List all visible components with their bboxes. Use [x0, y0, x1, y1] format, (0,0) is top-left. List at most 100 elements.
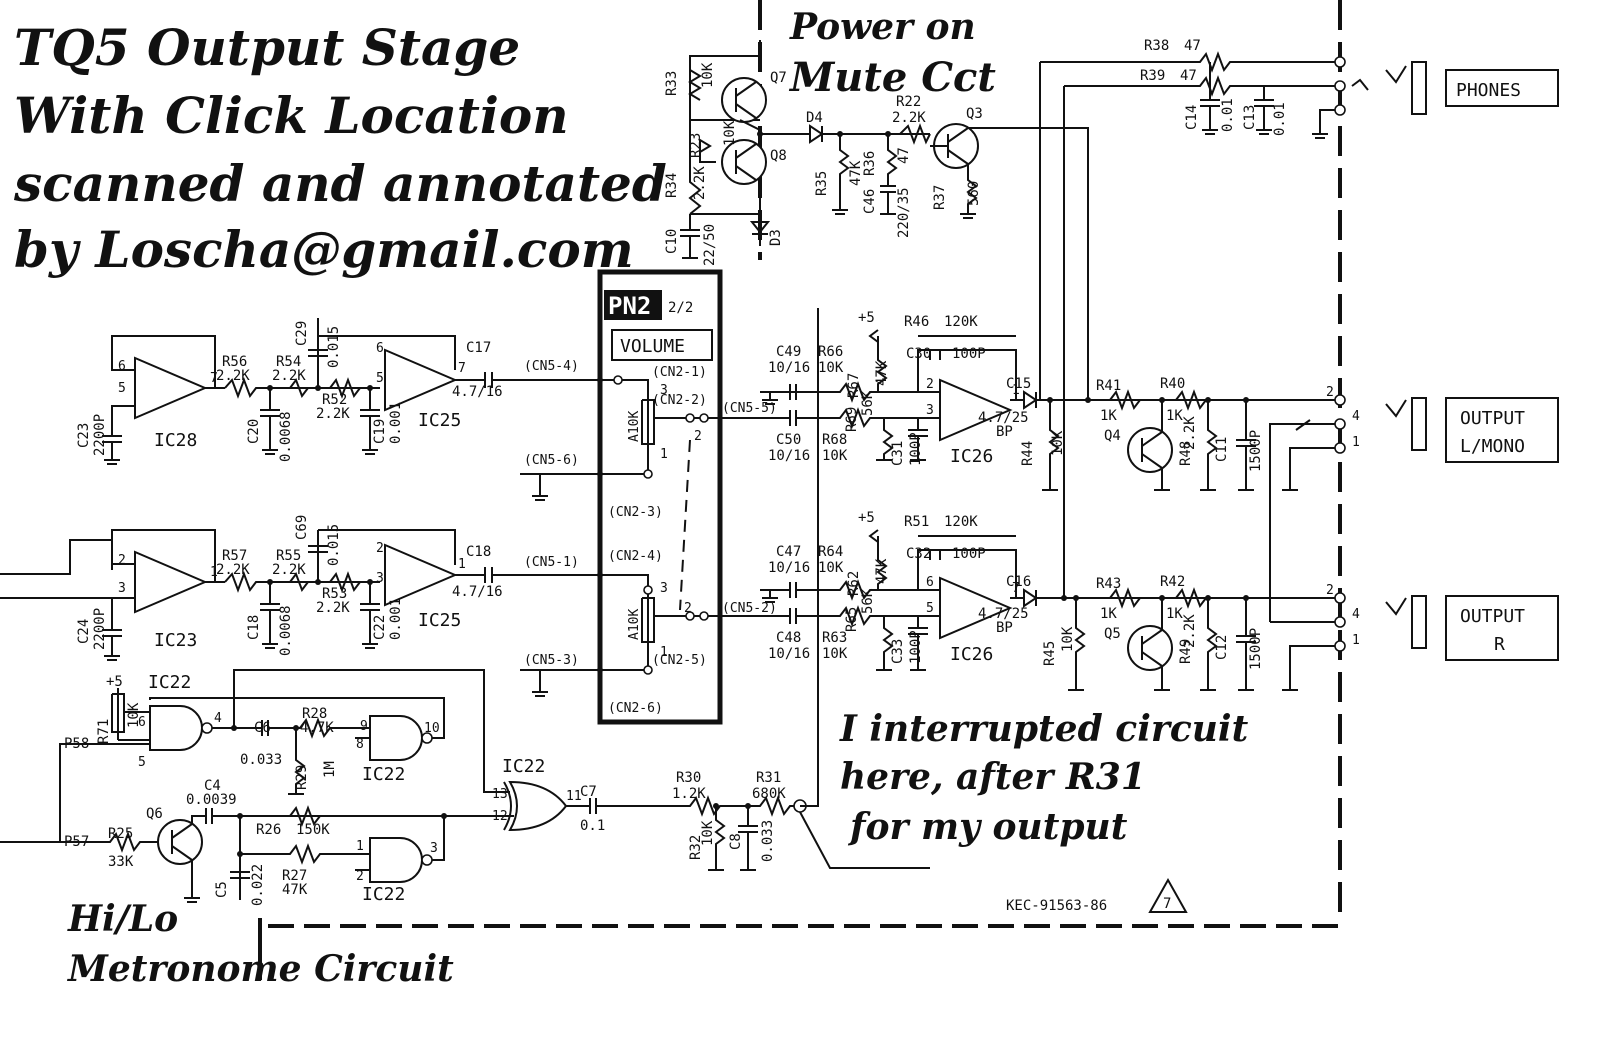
label-r23: R23 [688, 133, 704, 158]
label-c46-value: 220/35 [896, 187, 912, 238]
label-r67: R67 [846, 373, 862, 398]
pin-label: 10 [424, 721, 440, 736]
pin-label: 3 [430, 841, 438, 856]
label-phones: PHONES [1456, 80, 1521, 101]
transistor-q4 [1127, 427, 1173, 473]
label-c12-value: 1500P [1248, 628, 1264, 670]
label-r48: R48 [1178, 441, 1194, 466]
label-r67-value: 47K [874, 360, 890, 386]
label-c11: C11 [1214, 437, 1230, 462]
label-cn2-4: (CN2-4) [608, 549, 663, 564]
pin-label: 3 [376, 571, 384, 586]
label-d3: D3 [768, 229, 784, 246]
label-c10-value: 22/50 [702, 224, 718, 266]
label-c8: C8 [728, 833, 744, 850]
label-c11-value: 1500P [1248, 430, 1264, 472]
label-c19: C19 [372, 419, 388, 444]
label-r27: R27 [282, 868, 307, 884]
pin-label: 9 [360, 719, 368, 734]
label-ic26-bot: IC26 [950, 644, 993, 665]
label-c14: C14 [1184, 105, 1200, 130]
label-c49-value: 10/16 [768, 360, 810, 376]
label-c32: C32 [906, 546, 931, 562]
label-sheet-number: 7 [1163, 896, 1171, 912]
label-c49: C49 [776, 344, 801, 360]
label-r31-value: 680K [752, 786, 786, 802]
pin-label: 3 [660, 581, 668, 596]
label-plus5-c: +5 [106, 674, 123, 690]
pin-label: 1 [458, 557, 466, 572]
metronome-heading-2: Metronome Circuit [68, 948, 454, 990]
label-c8-value: 0.033 [760, 820, 776, 862]
label-r57: R57 [222, 548, 247, 564]
label-r69-value: 56K [860, 390, 876, 416]
pin-label: 6 [926, 575, 934, 590]
label-r63-value: 10K [822, 646, 848, 662]
label-c22-value: 0.001 [388, 598, 404, 640]
label-ic23: IC23 [154, 630, 197, 651]
op-amp-ic26-bottom [939, 576, 1013, 640]
title-line-4: by Loscha@gmail.com [14, 220, 634, 279]
label-r39: R39 [1140, 68, 1165, 84]
pin-label: 6 [376, 341, 384, 356]
label-c20-value: 0.0068 [278, 411, 294, 462]
label-q7: Q7 [770, 70, 787, 86]
label-c5: C5 [214, 881, 230, 898]
label-c48: C48 [776, 630, 801, 646]
label-c33-value: 100P [908, 630, 924, 664]
label-cn5-1: (CN5-1) [524, 555, 579, 570]
pin-label: 2 [926, 377, 934, 392]
op-amp-ic25-bottom [384, 543, 458, 607]
label-c32-value: 100P [952, 546, 986, 562]
label-pn2: PN2 [608, 292, 651, 320]
pin-label: 2 [694, 429, 702, 444]
label-c18b: C18 [466, 544, 491, 560]
transistor-q5 [1127, 625, 1173, 671]
label-r45: R45 [1042, 641, 1058, 666]
label-cn5-2: (CN5-2) [722, 601, 777, 616]
label-r69: R69 [844, 407, 860, 432]
label-cn5-6: (CN5-6) [524, 453, 579, 468]
phones-output-network [1039, 51, 1559, 598]
label-c30-value: 100P [952, 346, 986, 362]
annotation-leader-line [799, 811, 930, 869]
label-r38: R38 [1144, 38, 1169, 54]
transistor-q8 [721, 139, 767, 185]
label-c7-value: 0.1 [580, 818, 605, 834]
label-r66: R66 [818, 344, 843, 360]
pin-label: 3 [660, 383, 668, 398]
label-c4-value: 0.0039 [186, 792, 237, 808]
annotation-note-2: here, after R31 [840, 756, 1146, 798]
label-cn2-3: (CN2-3) [608, 505, 663, 520]
op-amp-ic26-top [939, 378, 1013, 442]
label-r54-value: 2.2K [272, 368, 306, 384]
label-ic22-b: IC22 [362, 764, 405, 785]
label-bp-a: BP [996, 424, 1013, 440]
label-r32: R32 [688, 835, 704, 860]
pin-label: 3 [926, 403, 934, 418]
label-c6-value: 0.033 [240, 752, 282, 768]
label-r37-value: 560 [966, 181, 982, 206]
pin-label: 2 [1326, 385, 1334, 400]
power-mute-heading-1: Power on [790, 6, 976, 48]
power-on-mute-circuit [680, 40, 1089, 400]
transistor-q7 [721, 77, 767, 123]
label-r52-value: 2.2K [316, 406, 350, 422]
pin-label: 2 [376, 541, 384, 556]
pin-label: 5 [138, 755, 146, 770]
label-r40-value: 1K [1166, 408, 1183, 424]
annotation-note-1: I interrupted circuit [840, 708, 1249, 750]
label-c16: C16 [1006, 574, 1031, 590]
label-r66-value: 10K [818, 360, 844, 376]
label-p58: P58 [64, 736, 89, 752]
label-c24: C24 [76, 619, 92, 644]
label-q5: Q5 [1104, 626, 1121, 642]
label-r64: R64 [818, 544, 843, 560]
label-c15: C15 [1006, 376, 1031, 392]
label-c29-value: 0.015 [326, 326, 342, 368]
label-r44-value: 10K [1050, 430, 1066, 456]
title-line-1: TQ5 Output Stage [14, 18, 521, 77]
label-c15-value: 4.7/25 [978, 410, 1029, 426]
pin-label: 12 [492, 809, 508, 824]
pin-label: 2 [1326, 583, 1334, 598]
